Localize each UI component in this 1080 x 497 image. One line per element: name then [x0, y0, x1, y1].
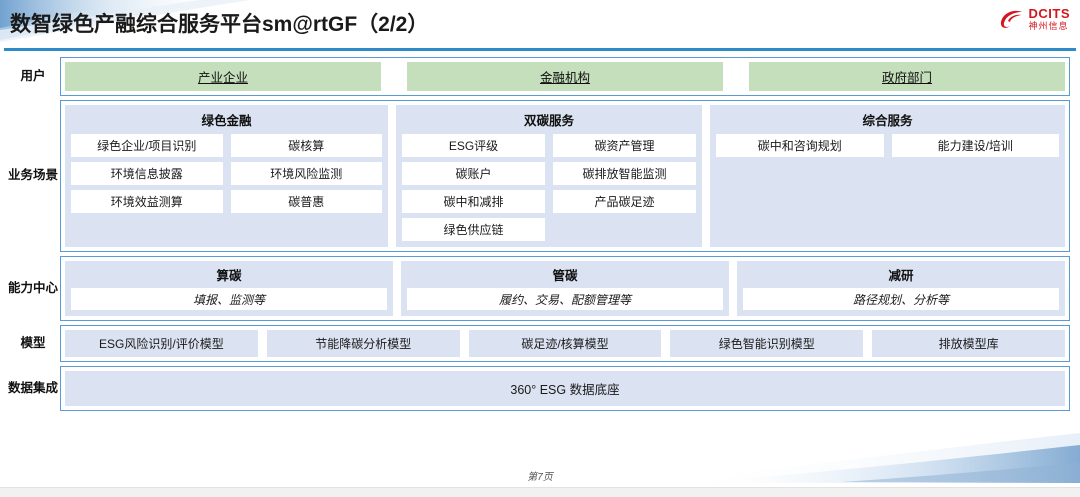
scenario-item[interactable]: 碳中和减排 — [402, 190, 545, 213]
model-item[interactable]: 碳足迹/核算模型 — [468, 330, 662, 357]
scenario-item-grid: ESG评级 碳资产管理 碳账户 碳排放智能监测 碳中和减排 产品碳足迹 绿色供应… — [402, 134, 696, 241]
row-label-models: 模型 — [20, 335, 46, 350]
user-chip-financial[interactable]: 金融机构 — [407, 62, 723, 91]
capability-group-subtitle[interactable]: 填报、监测等 — [71, 288, 387, 310]
scenario-item[interactable]: 碳核算 — [230, 134, 382, 157]
capability-group-manage-carbon: 管碳 履约、交易、配额管理等 — [401, 261, 729, 316]
capability-group-title: 减研 — [888, 269, 914, 283]
scenario-item-grid: 绿色企业/项目识别 碳核算 环境信息披露 环境风险监测 环境效益测算 碳普惠 — [71, 134, 382, 241]
user-chip-government[interactable]: 政府部门 — [749, 62, 1065, 91]
scenario-group-title: 绿色金融 — [201, 114, 252, 128]
row-label-capability-center: 能力中心 — [8, 280, 59, 295]
model-item[interactable]: 排放模型库 — [872, 330, 1065, 357]
model-item[interactable]: 绿色智能识别模型 — [670, 330, 864, 357]
scenario-item[interactable]: 碳普惠 — [230, 190, 382, 213]
scenario-group-title: 双碳服务 — [523, 114, 574, 128]
capability-group-subtitle[interactable]: 路径规划、分析等 — [743, 288, 1059, 310]
scenario-item[interactable]: 碳资产管理 — [553, 134, 696, 157]
scenario-item-placeholder — [553, 218, 696, 241]
logo-text-cn: 神州信息 — [1028, 21, 1069, 31]
row-label-users: 用户 — [20, 68, 46, 83]
scenario-item[interactable]: 产品碳足迹 — [553, 190, 696, 213]
row-box-capability-center: 算碳 填报、监测等 管碳 履约、交易、配额管理等 减研 路径规划、分析等 — [60, 256, 1070, 321]
title-divider — [4, 48, 1076, 51]
scenario-item-grid: 碳中和咨询规划 能力建设/培训 — [716, 134, 1059, 241]
scenario-item[interactable]: 绿色供应链 — [402, 218, 545, 241]
row-data-integration: 数据集成 360° ESG 数据底座 — [6, 366, 1070, 411]
capability-group-reduce-research: 减研 路径规划、分析等 — [737, 261, 1065, 316]
scenario-item[interactable]: ESG评级 — [402, 134, 545, 157]
capability-group-subtitle[interactable]: 履约、交易、配额管理等 — [407, 288, 723, 310]
dcits-swoosh-icon — [1000, 10, 1022, 28]
row-business-scenarios: 业务场景 绿色金融 绿色企业/项目识别 碳核算 环境信息披露 环境风险监测 环境… — [6, 100, 1070, 252]
row-models: 模型 ESG风险识别/评价模型 节能降碳分析模型 碳足迹/核算模型 绿色智能识别… — [6, 325, 1070, 362]
scenario-item[interactable]: 环境信息披露 — [71, 162, 223, 185]
capability-group-title: 管碳 — [552, 269, 578, 283]
scenario-group-green-finance: 绿色金融 绿色企业/项目识别 碳核算 环境信息披露 环境风险监测 环境效益测算 … — [65, 105, 388, 247]
bottom-strip — [0, 487, 1080, 497]
scenario-item[interactable]: 碳中和咨询规划 — [716, 134, 884, 157]
user-chip-industry[interactable]: 产业企业 — [65, 62, 381, 91]
model-item[interactable]: 节能降碳分析模型 — [266, 330, 460, 357]
title-bar: 数智绿色产融综合服务平台sm@rtGF（2/2） DCITS 神州信息 — [0, 0, 1080, 51]
data-foundation-bar[interactable]: 360° ESG 数据底座 — [65, 371, 1065, 406]
scenario-item[interactable]: 能力建设/培训 — [891, 134, 1059, 157]
capability-group-title: 算碳 — [216, 269, 242, 283]
logo-text-en: DCITS — [1028, 6, 1070, 21]
scenario-item[interactable]: 环境风险监测 — [230, 162, 382, 185]
scenario-item[interactable]: 环境效益测算 — [71, 190, 223, 213]
scenario-item[interactable]: 碳账户 — [402, 162, 545, 185]
row-label-data-integration: 数据集成 — [8, 380, 59, 395]
scenario-group-dual-carbon: 双碳服务 ESG评级 碳资产管理 碳账户 碳排放智能监测 碳中和减排 产品碳足迹… — [396, 105, 702, 247]
architecture-matrix: 用户 产业企业 金融机构 政府部门 业务场景 绿色金融 绿色企业/项目识别 — [6, 57, 1070, 415]
capability-group-calculate-carbon: 算碳 填报、监测等 — [65, 261, 393, 316]
model-item[interactable]: ESG风险识别/评价模型 — [65, 330, 258, 357]
row-box-users: 产业企业 金融机构 政府部门 — [60, 57, 1070, 96]
page-title: 数智绿色产融综合服务平台sm@rtGF（2/2） — [10, 13, 429, 36]
row-box-business-scenarios: 绿色金融 绿色企业/项目识别 碳核算 环境信息披露 环境风险监测 环境效益测算 … — [60, 100, 1070, 252]
scenario-group-comprehensive: 综合服务 碳中和咨询规划 能力建设/培训 — [710, 105, 1065, 247]
row-box-data-integration: 360° ESG 数据底座 — [60, 366, 1070, 411]
scenario-item[interactable]: 碳排放智能监测 — [553, 162, 696, 185]
row-capability-center: 能力中心 算碳 填报、监测等 管碳 履约、交易、配额管理等 减研 路径规划、分析… — [6, 256, 1070, 321]
brand-logo: DCITS 神州信息 — [999, 7, 1071, 31]
footer-page-number: 第7页 — [527, 472, 553, 483]
row-users: 用户 产业企业 金融机构 政府部门 — [6, 57, 1070, 96]
row-box-models: ESG风险识别/评价模型 节能降碳分析模型 碳足迹/核算模型 绿色智能识别模型 … — [60, 325, 1070, 362]
scenario-item[interactable]: 绿色企业/项目识别 — [71, 134, 223, 157]
model-item-list: ESG风险识别/评价模型 节能降碳分析模型 碳足迹/核算模型 绿色智能识别模型 … — [65, 330, 1065, 357]
scenario-group-list: 绿色金融 绿色企业/项目识别 碳核算 环境信息披露 环境风险监测 环境效益测算 … — [65, 105, 1065, 247]
row-label-business-scenarios: 业务场景 — [8, 168, 59, 183]
scenario-group-title: 综合服务 — [862, 114, 913, 128]
user-chip-list: 产业企业 金融机构 政府部门 — [65, 62, 1065, 91]
capability-group-list: 算碳 填报、监测等 管碳 履约、交易、配额管理等 减研 路径规划、分析等 — [65, 261, 1065, 316]
